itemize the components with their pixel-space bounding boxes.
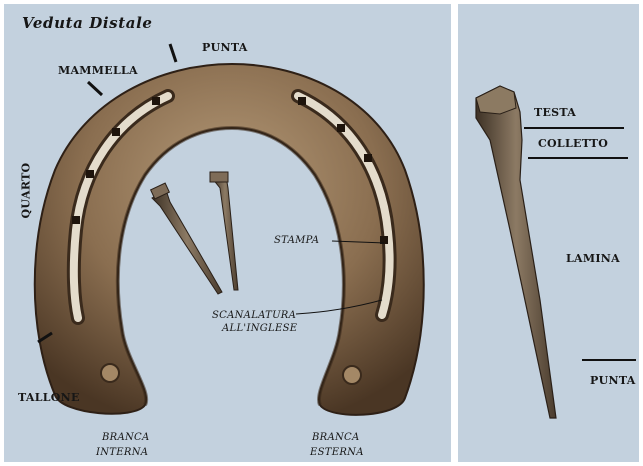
label-testa: TESTA <box>534 106 576 119</box>
label-branca-interna-2: INTERNA <box>96 447 148 458</box>
label-branca-interna-1: BRANCA <box>102 432 150 443</box>
label-quarto: QUARTO <box>19 163 32 219</box>
label-punta: PUNTA <box>202 41 248 54</box>
label-branca-esterna-1: BRANCA <box>312 432 360 443</box>
label-mammella: MAMMELLA <box>58 64 138 77</box>
view-title: Veduta Distale <box>22 14 153 32</box>
label-punta-nail: PUNTA <box>590 374 636 387</box>
label-stampa: STAMPA <box>274 235 319 246</box>
label-colletto: COLLETTO <box>538 137 608 150</box>
label-scanalatura-1: SCANALATURA <box>212 310 296 321</box>
horseshoe-nail <box>476 86 556 418</box>
label-branca-esterna-2: ESTERNA <box>310 447 364 458</box>
label-scanalatura-2: ALL'INGLESE <box>222 323 297 334</box>
label-lamina: LAMINA <box>566 252 620 265</box>
loose-nails <box>151 172 238 294</box>
heel-stud-left <box>101 364 119 382</box>
label-tallone: TALLONE <box>18 391 80 404</box>
heel-stud-right <box>343 366 361 384</box>
